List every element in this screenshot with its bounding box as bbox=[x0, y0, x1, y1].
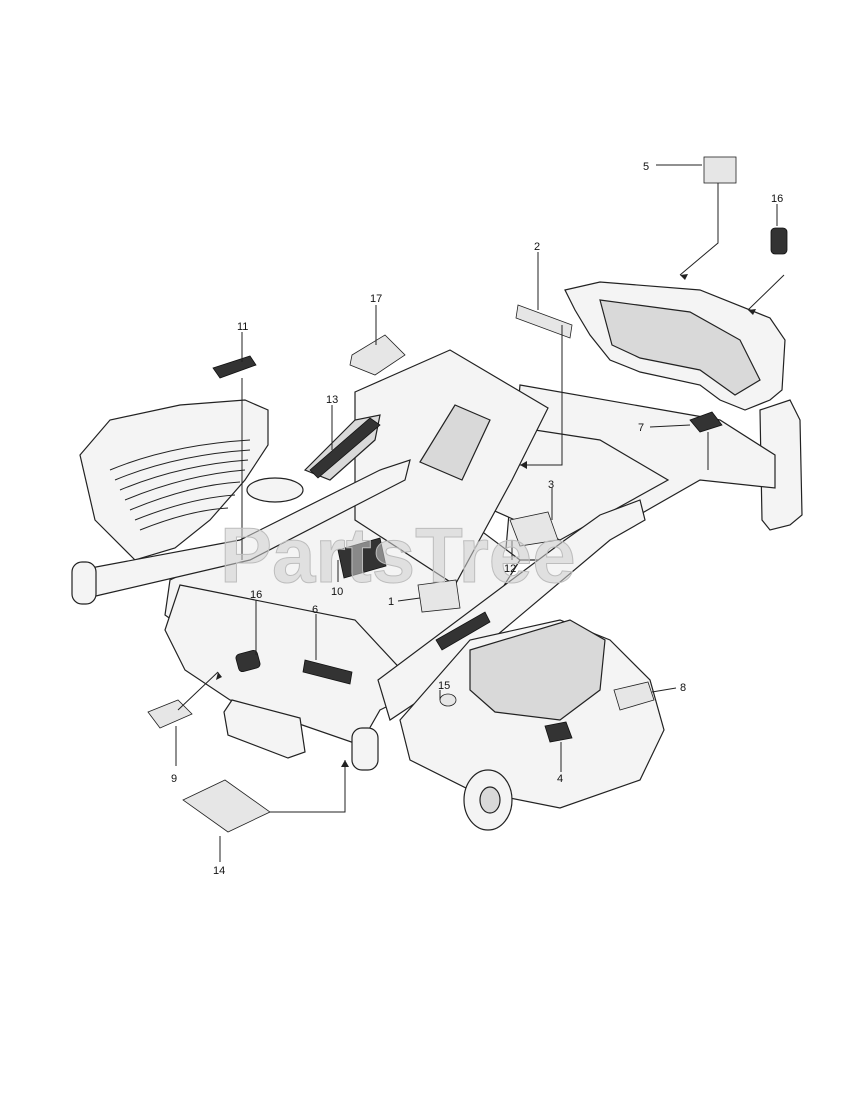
fender-inner bbox=[599, 299, 761, 396]
decal-14[interactable] bbox=[182, 779, 271, 833]
decal-17[interactable] bbox=[349, 334, 406, 376]
decal-1[interactable] bbox=[417, 579, 461, 613]
decals bbox=[147, 156, 788, 833]
decal-16-logo-bumper[interactable] bbox=[235, 649, 261, 673]
mower-drawing bbox=[71, 281, 803, 831]
front-caster-hub bbox=[479, 786, 501, 814]
decal-13[interactable] bbox=[309, 417, 381, 479]
callout-8: 8 bbox=[680, 682, 686, 694]
leader-lines bbox=[175, 164, 785, 862]
left-engine-housing bbox=[79, 399, 269, 561]
deck-belt-cover bbox=[469, 619, 606, 721]
decal-15[interactable] bbox=[439, 693, 457, 707]
callout-14: 14 bbox=[213, 865, 225, 877]
callout-3: 3 bbox=[548, 479, 554, 491]
decal-7[interactable] bbox=[689, 411, 723, 433]
decal-11[interactable] bbox=[212, 355, 257, 379]
decal-9[interactable] bbox=[147, 699, 193, 729]
callout-16-top: 16 bbox=[771, 193, 783, 205]
callout-2: 2 bbox=[534, 241, 540, 253]
callout-11: 11 bbox=[237, 321, 248, 333]
air-filter bbox=[246, 477, 304, 503]
callout-1: 1 bbox=[388, 596, 394, 608]
callout-5: 5 bbox=[643, 161, 649, 173]
callout-13: 13 bbox=[326, 394, 338, 406]
callout-9: 9 bbox=[171, 773, 177, 785]
engine-fins bbox=[109, 439, 251, 531]
callout-4: 4 bbox=[557, 773, 563, 785]
decal-2[interactable] bbox=[515, 304, 573, 339]
callout-6: 6 bbox=[312, 604, 318, 616]
right-lap-bar bbox=[377, 499, 646, 721]
callout-17: 17 bbox=[370, 293, 382, 305]
decal-16-logo-top[interactable] bbox=[770, 227, 788, 255]
right-side-panel bbox=[759, 399, 803, 531]
callout-labels: 5 16 2 17 11 13 7 3 12 10 1 16 6 15 8 4 … bbox=[171, 161, 783, 877]
callout-12: 12 bbox=[504, 563, 516, 575]
decal-12[interactable] bbox=[435, 611, 491, 651]
decal-3[interactable] bbox=[509, 511, 559, 547]
decal-10[interactable] bbox=[337, 537, 387, 579]
engine-cover-window bbox=[419, 404, 491, 481]
right-bar-end bbox=[351, 727, 379, 771]
decal-5[interactable] bbox=[703, 156, 737, 184]
decal-6[interactable] bbox=[302, 659, 353, 685]
callout-7: 7 bbox=[638, 422, 644, 434]
decal-8[interactable] bbox=[613, 681, 655, 711]
callout-10: 10 bbox=[331, 586, 343, 598]
front-roller bbox=[223, 699, 306, 759]
decal-4[interactable] bbox=[544, 721, 573, 743]
watermark: PartsTree bbox=[220, 511, 576, 599]
callout-15: 15 bbox=[438, 680, 450, 692]
left-bar-end bbox=[71, 561, 97, 605]
callout-16-bumper: 16 bbox=[250, 589, 262, 601]
